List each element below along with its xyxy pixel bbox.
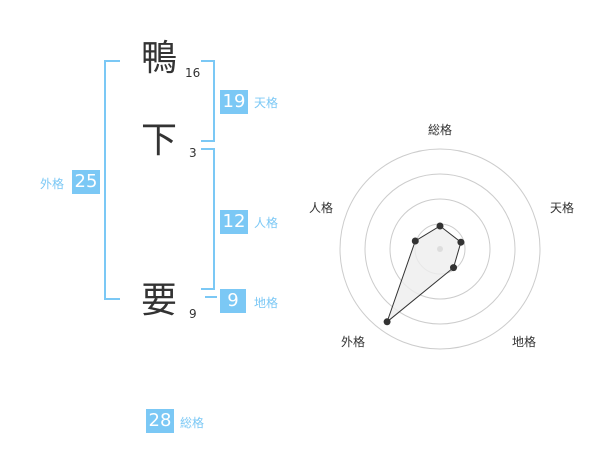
radar-axis-label-tenkaku: 天格 xyxy=(550,201,575,215)
radar-point-1 xyxy=(457,238,465,246)
gaikaku-bracket xyxy=(104,60,120,300)
name-char-1: 鴨 xyxy=(141,38,178,79)
radar-axis-label-chikaku: 地格 xyxy=(512,335,537,349)
chikaku-connector xyxy=(205,296,217,298)
gaikaku-value: 25 xyxy=(72,170,100,194)
radar-point-2 xyxy=(450,264,458,272)
chikaku-label: 地格 xyxy=(254,296,279,310)
radar-grid-ring xyxy=(364,173,516,325)
radar-grid-ring xyxy=(339,148,541,350)
jinkaku-value: 12 xyxy=(220,210,248,234)
radar-polygon xyxy=(386,225,462,324)
gaikaku-label: 外格 xyxy=(40,177,65,191)
radar-center-dot xyxy=(437,246,443,252)
radar-point-0 xyxy=(436,222,444,230)
radar-point-3 xyxy=(383,318,391,326)
radar-axis-label-jinkaku: 人格 xyxy=(309,201,334,215)
stroke-count-2: 3 xyxy=(189,146,197,160)
jinkaku-label: 人格 xyxy=(254,216,279,230)
tenkaku-bracket xyxy=(201,60,215,142)
radar-grid-ring xyxy=(389,198,491,300)
name-char-2: 下 xyxy=(141,120,178,161)
stroke-count-3: 9 xyxy=(189,307,197,321)
tenkaku-label: 天格 xyxy=(254,96,279,110)
stroke-count-1: 16 xyxy=(185,66,201,80)
soukaku-value: 28 xyxy=(146,409,174,433)
soukaku-label: 総格 xyxy=(180,416,205,430)
chikaku-value: 9 xyxy=(220,289,246,313)
tenkaku-value: 19 xyxy=(220,90,248,114)
radar-point-4 xyxy=(411,237,419,245)
radar-axis-label-gaikaku: 外格 xyxy=(341,335,366,349)
radar-axis-label-soukaku: 総格 xyxy=(428,123,453,137)
jinkaku-bracket xyxy=(201,148,215,290)
name-char-3: 要 xyxy=(141,280,178,321)
